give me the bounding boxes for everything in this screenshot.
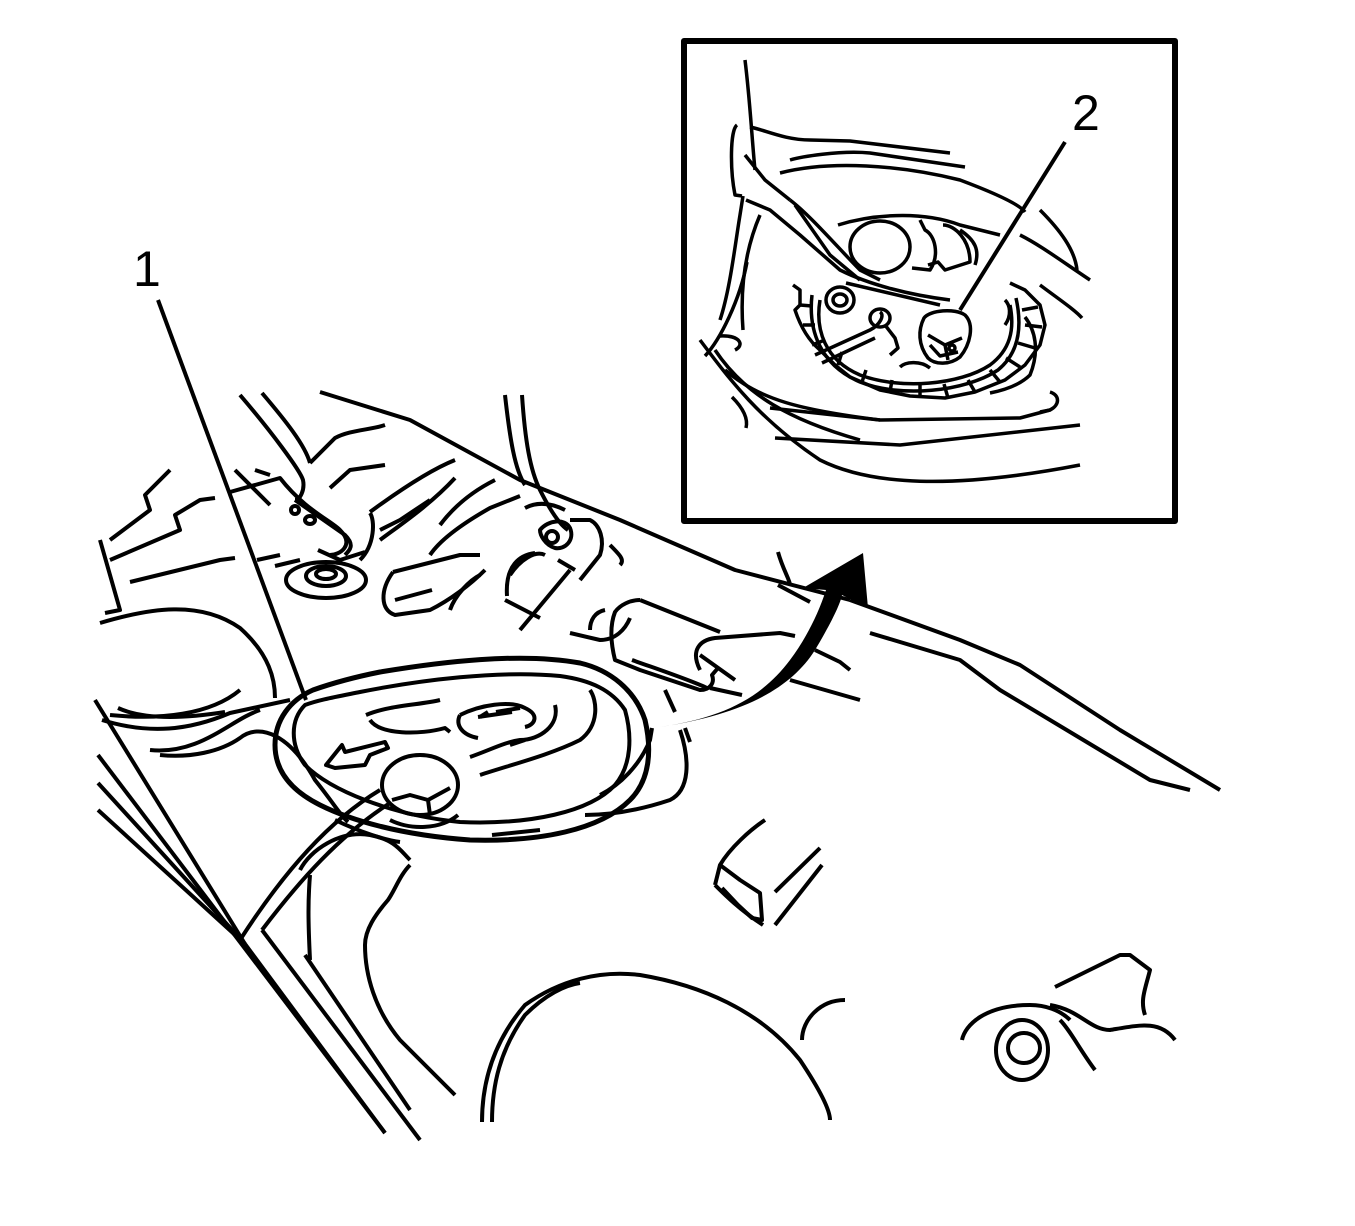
main-view bbox=[95, 392, 1220, 1140]
access-cover-inner bbox=[294, 674, 630, 842]
upper-bracket bbox=[230, 393, 430, 560]
callout-label-1: 1 bbox=[133, 241, 161, 297]
small-bracket bbox=[715, 820, 822, 925]
left-bodywork bbox=[100, 470, 348, 822]
floor-contours-right bbox=[300, 650, 860, 1095]
grommet-lower bbox=[802, 955, 1175, 1080]
grommet-upper bbox=[275, 560, 366, 598]
floor-edge-lines bbox=[95, 700, 420, 1140]
connector-harness bbox=[570, 545, 810, 712]
rear-panel-edge bbox=[320, 392, 850, 600]
fuel-hose bbox=[240, 790, 390, 940]
panel-seam bbox=[870, 633, 1190, 790]
upper-components bbox=[370, 395, 602, 630]
inset-detail bbox=[684, 41, 1175, 521]
fuel-line-fitting bbox=[382, 755, 458, 827]
pump-connector bbox=[920, 311, 971, 363]
rear-panel-right-edge bbox=[850, 600, 1220, 790]
inset-drawing bbox=[700, 60, 1090, 481]
callout-label-2: 2 bbox=[1072, 85, 1100, 141]
callout-2-leader bbox=[960, 142, 1065, 310]
inset-frame bbox=[684, 41, 1175, 521]
spare-wheel-well bbox=[482, 974, 830, 1122]
removal-direction-arrow bbox=[660, 553, 868, 727]
callout-1-leader bbox=[158, 300, 306, 700]
access-cover bbox=[275, 658, 649, 840]
